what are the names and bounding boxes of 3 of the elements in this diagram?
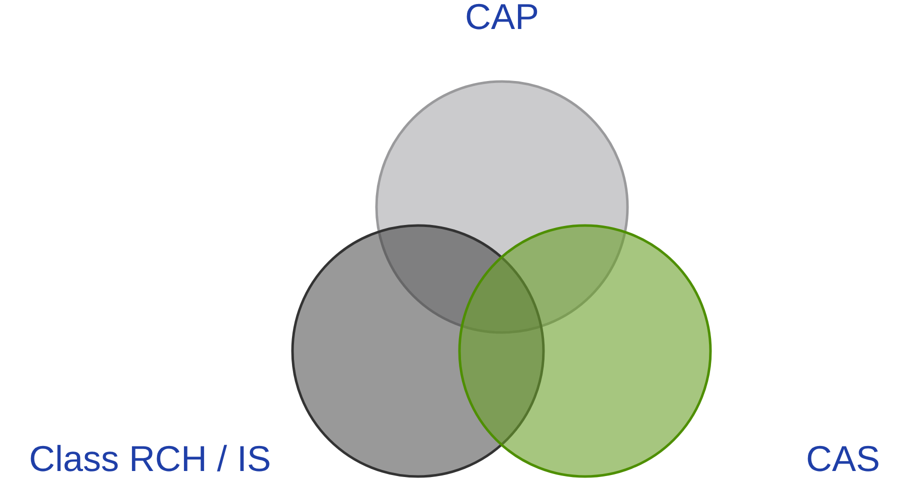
set-label: CAS — [806, 441, 880, 477]
set-label: CAP — [465, 0, 540, 35]
set-label: Class RCH / IS — [29, 441, 272, 477]
